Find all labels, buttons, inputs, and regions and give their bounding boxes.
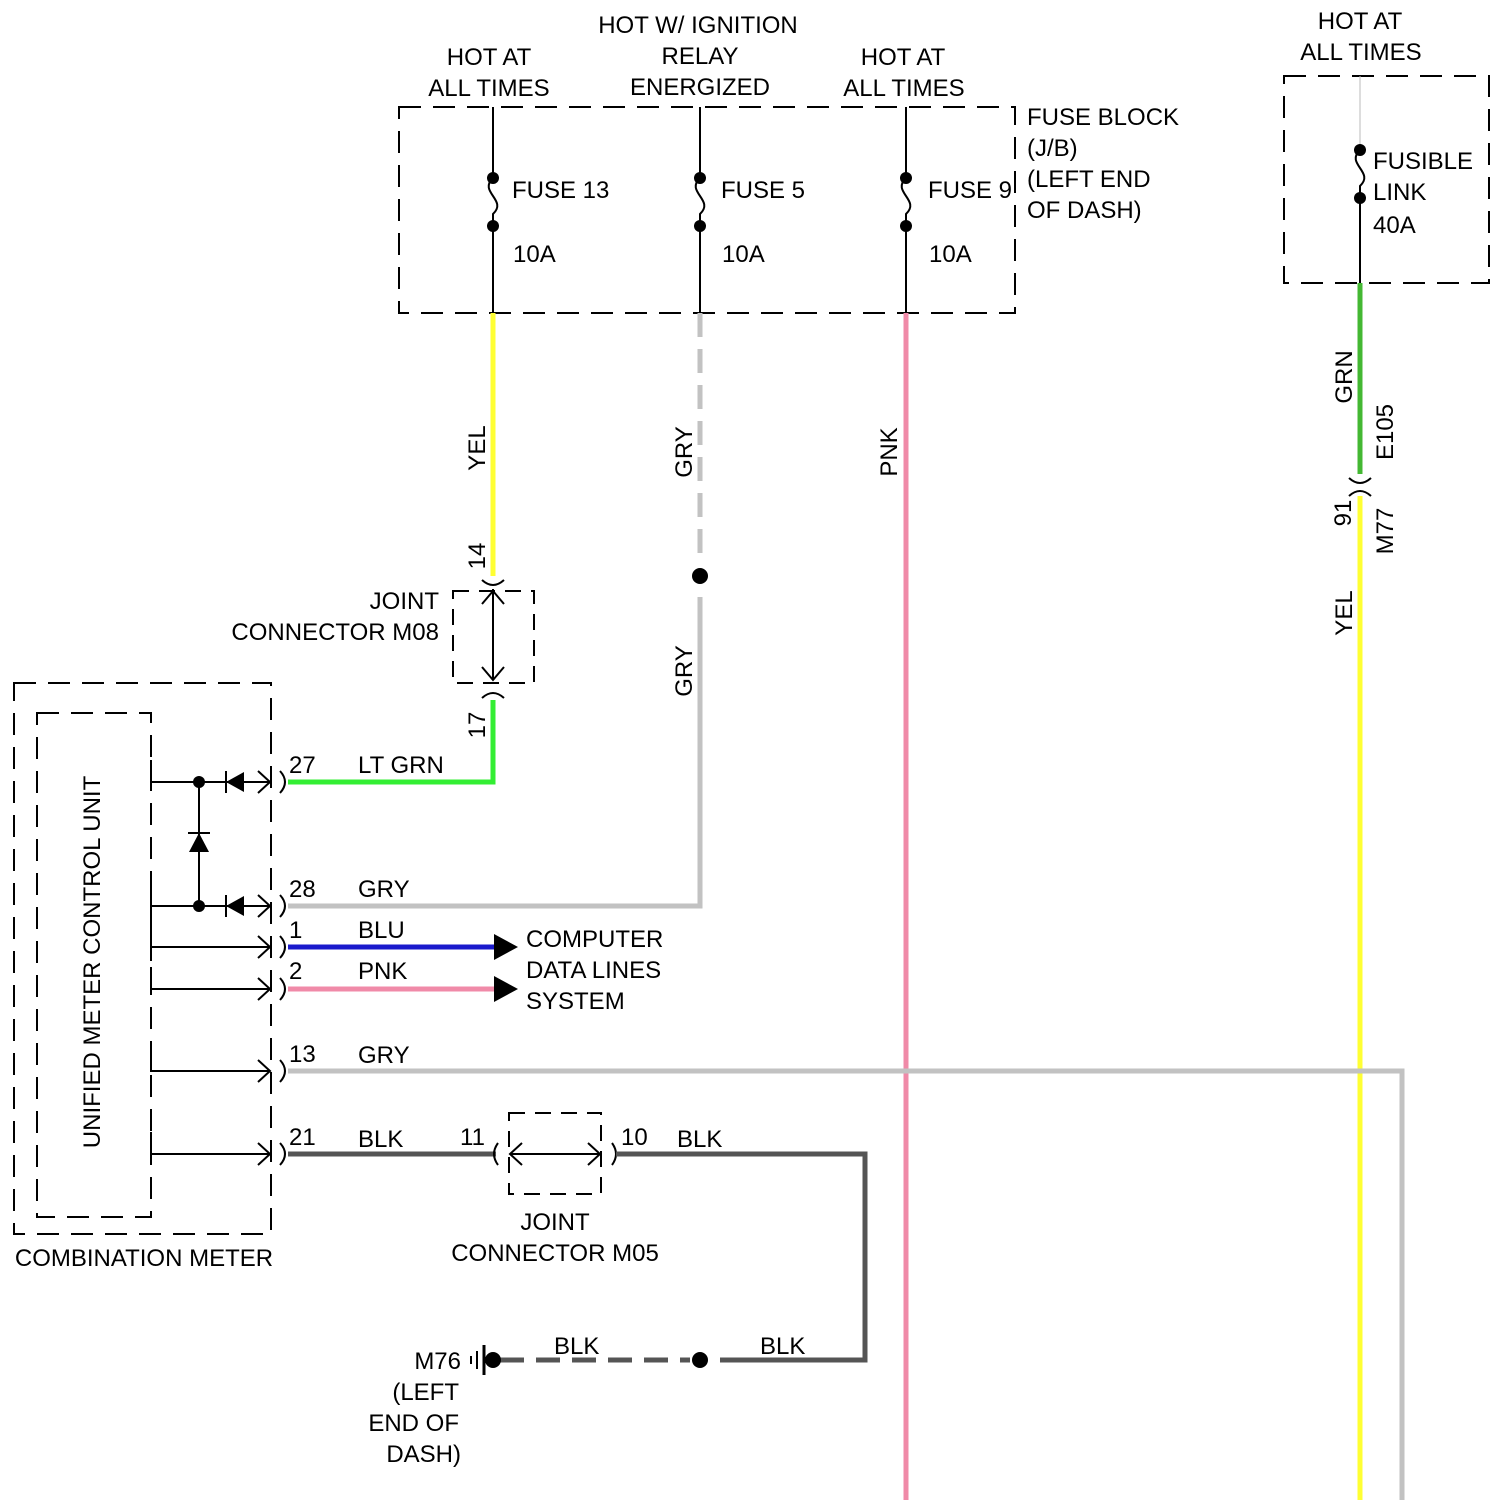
ground-m76: M76 (LEFT END OF DASH) <box>368 1345 501 1468</box>
combination-meter-outline <box>14 683 271 1234</box>
ground-label-3: END OF <box>368 1410 459 1437</box>
wire-yel-label: YEL <box>464 425 491 470</box>
wire-gry-top-label: GRY <box>671 426 698 478</box>
hot-left-label-1: HOT AT <box>447 44 532 71</box>
splice-gry <box>692 568 708 584</box>
combination-meter-label: COMBINATION METER <box>15 1245 273 1272</box>
fusible-link-label-1: FUSIBLE <box>1373 148 1473 175</box>
connector-pin-17: 17 <box>464 712 491 739</box>
wire-blk-10-label: BLK <box>677 1126 722 1153</box>
wire-pnk-2-label: PNK <box>358 958 407 985</box>
meter-pin-13: 13 <box>289 1041 316 1068</box>
wire-pnk-label: PNK <box>876 427 903 476</box>
fuse-block-label-3: (LEFT END <box>1027 166 1151 193</box>
connector-pin-14: 14 <box>464 543 491 570</box>
meter-pin-27: 27 <box>289 752 316 779</box>
fuse-block-label-1: FUSE BLOCK <box>1027 104 1179 131</box>
fuse-9: FUSE 9 10A <box>900 107 1012 313</box>
fuse-5-name: FUSE 5 <box>721 177 805 204</box>
meter-pin-21: 21 <box>289 1124 316 1151</box>
arrow-pnk <box>494 976 518 1002</box>
ignition-label-3: ENERGIZED <box>630 74 770 101</box>
fuse-13-name: FUSE 13 <box>512 177 609 204</box>
fusible-link-rating: 40A <box>1373 212 1416 239</box>
connector-pin-11: 11 <box>460 1124 485 1151</box>
diode-27 <box>226 772 244 792</box>
data-lines-label-3: SYSTEM <box>526 988 625 1015</box>
fuse-13: FUSE 13 10A <box>487 107 609 313</box>
fuse-block-label-4: OF DASH) <box>1027 197 1142 224</box>
combination-meter: UNIFIED METER CONTROL UNIT COMBINATION M… <box>14 683 316 1272</box>
ground-label-2: (LEFT <box>392 1379 459 1406</box>
hot-mid-label-1: HOT AT <box>861 44 946 71</box>
diode-vertical <box>189 833 209 852</box>
wire-blu-label: BLU <box>358 917 405 944</box>
fusible-link-label-2: LINK <box>1373 179 1426 206</box>
wire-gry-13-label: GRY <box>358 1042 410 1069</box>
connector-e105-m77: E105 M77 91 <box>1330 404 1399 554</box>
wire-blk-ground-right-label: BLK <box>760 1333 805 1360</box>
hot-right-label-1: HOT AT <box>1318 8 1403 35</box>
connector-pin-10: 10 <box>621 1124 648 1151</box>
ignition-label-1: HOT W/ IGNITION <box>598 12 798 39</box>
fuse-9-rating: 10A <box>929 241 972 268</box>
hot-right-label-2: ALL TIMES <box>1300 39 1421 66</box>
wire-gry-28-label: GRY <box>358 876 410 903</box>
joint-connector-m08-label-2: CONNECTOR M08 <box>231 619 439 646</box>
joint-connector-m05-label-1: JOINT <box>520 1209 590 1236</box>
fuse-13-rating: 10A <box>513 241 556 268</box>
meter-connector <box>280 771 285 1165</box>
fuse-block-label-2: (J/B) <box>1027 135 1078 162</box>
fuse-9-name: FUSE 9 <box>928 177 1012 204</box>
ignition-label-2: RELAY <box>662 43 739 70</box>
connector-m77-label: M77 <box>1372 508 1399 555</box>
ground-label-1: M76 <box>414 1348 461 1375</box>
wire-grn-label: GRN <box>1331 350 1358 403</box>
meter-pin-1: 1 <box>289 917 302 944</box>
data-lines-label-1: COMPUTER <box>526 926 663 953</box>
arrow-blu <box>494 934 518 960</box>
data-lines-label-2: DATA LINES <box>526 957 661 984</box>
meter-pin-2: 2 <box>289 958 302 985</box>
connector-pin-91: 91 <box>1330 500 1357 527</box>
meter-pin-28: 28 <box>289 876 316 903</box>
joint-connector-m08: JOINT CONNECTOR M08 14 17 <box>231 543 534 739</box>
fuse-block: FUSE BLOCK (J/B) (LEFT END OF DASH) FUSE… <box>399 104 1179 313</box>
wire-blk-21-label: BLK <box>358 1126 403 1153</box>
connector-e105-label: E105 <box>1372 404 1399 460</box>
unified-meter-control-unit-label: UNIFIED METER CONTROL UNIT <box>79 775 106 1148</box>
hot-left-label-2: ALL TIMES <box>428 75 549 102</box>
wire-gry-mid-label: GRY <box>671 645 698 697</box>
joint-connector-m05-label-2: CONNECTOR M05 <box>451 1240 659 1267</box>
splice-ground <box>692 1352 708 1368</box>
diode-28 <box>226 896 244 916</box>
hot-mid-label-2: ALL TIMES <box>843 75 964 102</box>
fusible-link-block: FUSIBLE LINK 40A <box>1284 76 1489 283</box>
ground-label-4: DASH) <box>386 1441 461 1468</box>
fuse-5: FUSE 5 10A <box>694 107 805 313</box>
wire-yel-right-label: YEL <box>1331 590 1358 635</box>
wire-lt-grn-label: LT GRN <box>358 752 444 779</box>
joint-connector-m05: JOINT CONNECTOR M05 11 10 <box>451 1113 659 1267</box>
source-labels: HOT AT ALL TIMES HOT W/ IGNITION RELAY E… <box>428 8 1421 102</box>
fuse-5-rating: 10A <box>722 241 765 268</box>
joint-connector-m08-label-1: JOINT <box>370 588 440 615</box>
meter-internal-circuit <box>151 760 270 1165</box>
wire-blk-ground-left-label: BLK <box>554 1333 599 1360</box>
fuse-block-outline <box>399 107 1015 313</box>
